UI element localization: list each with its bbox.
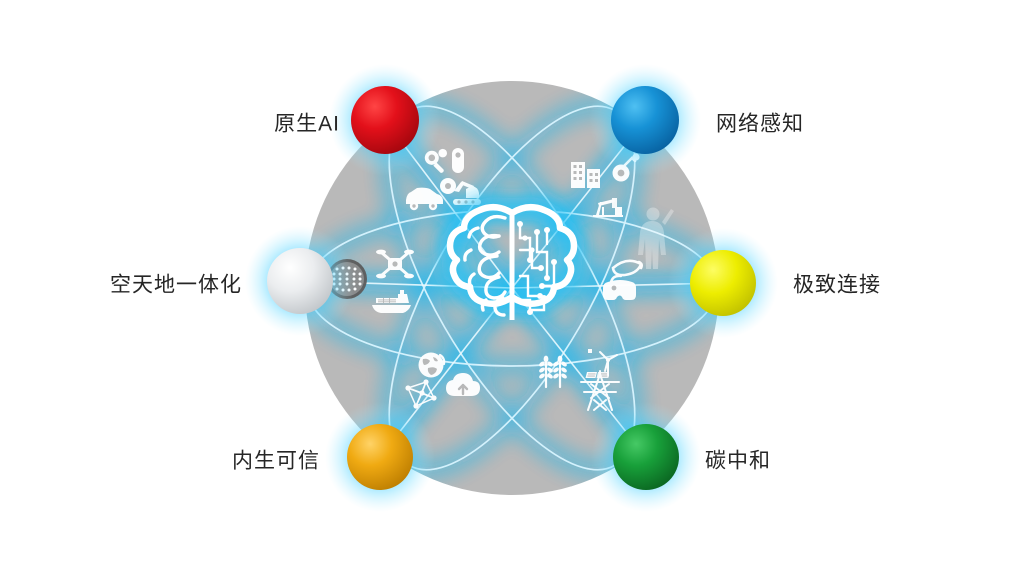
vr-headset-icon: [603, 274, 636, 300]
node-endogenous-trust[interactable]: [325, 402, 435, 512]
brain-ai-chip-icon: [446, 203, 578, 320]
network-nodes-icon: [405, 379, 437, 409]
node-label-space-air-ground-integration: 空天地一体化: [110, 273, 242, 297]
node-label-network-sensing: 网络感知: [716, 112, 804, 136]
icon-group-carbon-neutral: [539, 349, 620, 411]
cloud-upload-icon: [446, 373, 480, 396]
node-label-endogenous-trust: 内生可信: [232, 449, 320, 473]
tag-icon: [452, 148, 464, 173]
icon-group-network-sensing: [571, 153, 640, 217]
power-pylon-icon: [580, 370, 620, 411]
node-network-sensing[interactable]: [589, 64, 701, 176]
icon-group-extreme-connectivity: [603, 207, 674, 300]
node-extreme-connectivity[interactable]: [668, 228, 778, 338]
orbit-ring-icon: [611, 259, 643, 277]
node-native-ai[interactable]: [329, 64, 441, 176]
cargo-ship-icon: [372, 290, 411, 313]
person-silhouette-icon: [638, 207, 674, 269]
node-label-carbon-neutral: 碳中和: [705, 449, 771, 473]
icon-group-native-ai: [406, 148, 481, 211]
node-spheres: [245, 64, 778, 512]
wind-turbine-solar-icon: [585, 349, 618, 378]
drone-icon: [376, 249, 414, 279]
globe-icon: [418, 352, 446, 378]
buildings-icon: [571, 162, 600, 188]
car-icon: [406, 187, 443, 211]
wheat-icon: [539, 355, 567, 389]
icon-group-endogenous-trust: [405, 352, 480, 409]
ai-chip-icon: [440, 178, 456, 194]
oil-pump-jack-icon: [593, 198, 623, 217]
node-label-native-ai: 原生AI: [274, 112, 340, 136]
node-carbon-neutral[interactable]: [591, 402, 701, 512]
node-label-extreme-connectivity: 极致连接: [793, 273, 881, 297]
node-space-air-ground-integration[interactable]: [245, 226, 355, 336]
excavator-icon: [453, 181, 481, 205]
